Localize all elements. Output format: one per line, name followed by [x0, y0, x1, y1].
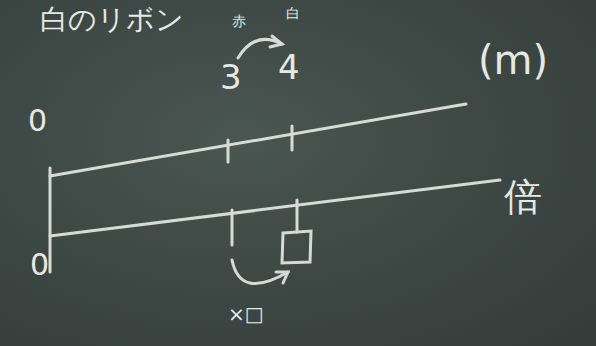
arrow-head: [270, 36, 282, 47]
arrow-head: [276, 272, 288, 283]
tick: [227, 140, 230, 162]
title-text: 白のリボン: [40, 6, 184, 34]
tick: [296, 200, 299, 232]
zero-label: 0: [30, 250, 49, 280]
times-arc: [232, 260, 288, 284]
times-arc: [238, 39, 282, 58]
bottom-number-line: [50, 180, 500, 236]
multiplier-label: ×□: [228, 304, 264, 324]
zero-label: 0: [28, 106, 47, 136]
number-label: 4: [278, 50, 300, 84]
unit-label: (m): [478, 40, 548, 80]
tick: [291, 126, 294, 150]
number-label: 3: [220, 60, 242, 94]
tick: [231, 210, 234, 245]
blank-box: [282, 231, 311, 263]
color-label: 白: [286, 6, 300, 20]
top-number-line: [50, 104, 466, 176]
color-label: 赤: [232, 14, 246, 28]
unit-label: 倍: [504, 178, 542, 216]
